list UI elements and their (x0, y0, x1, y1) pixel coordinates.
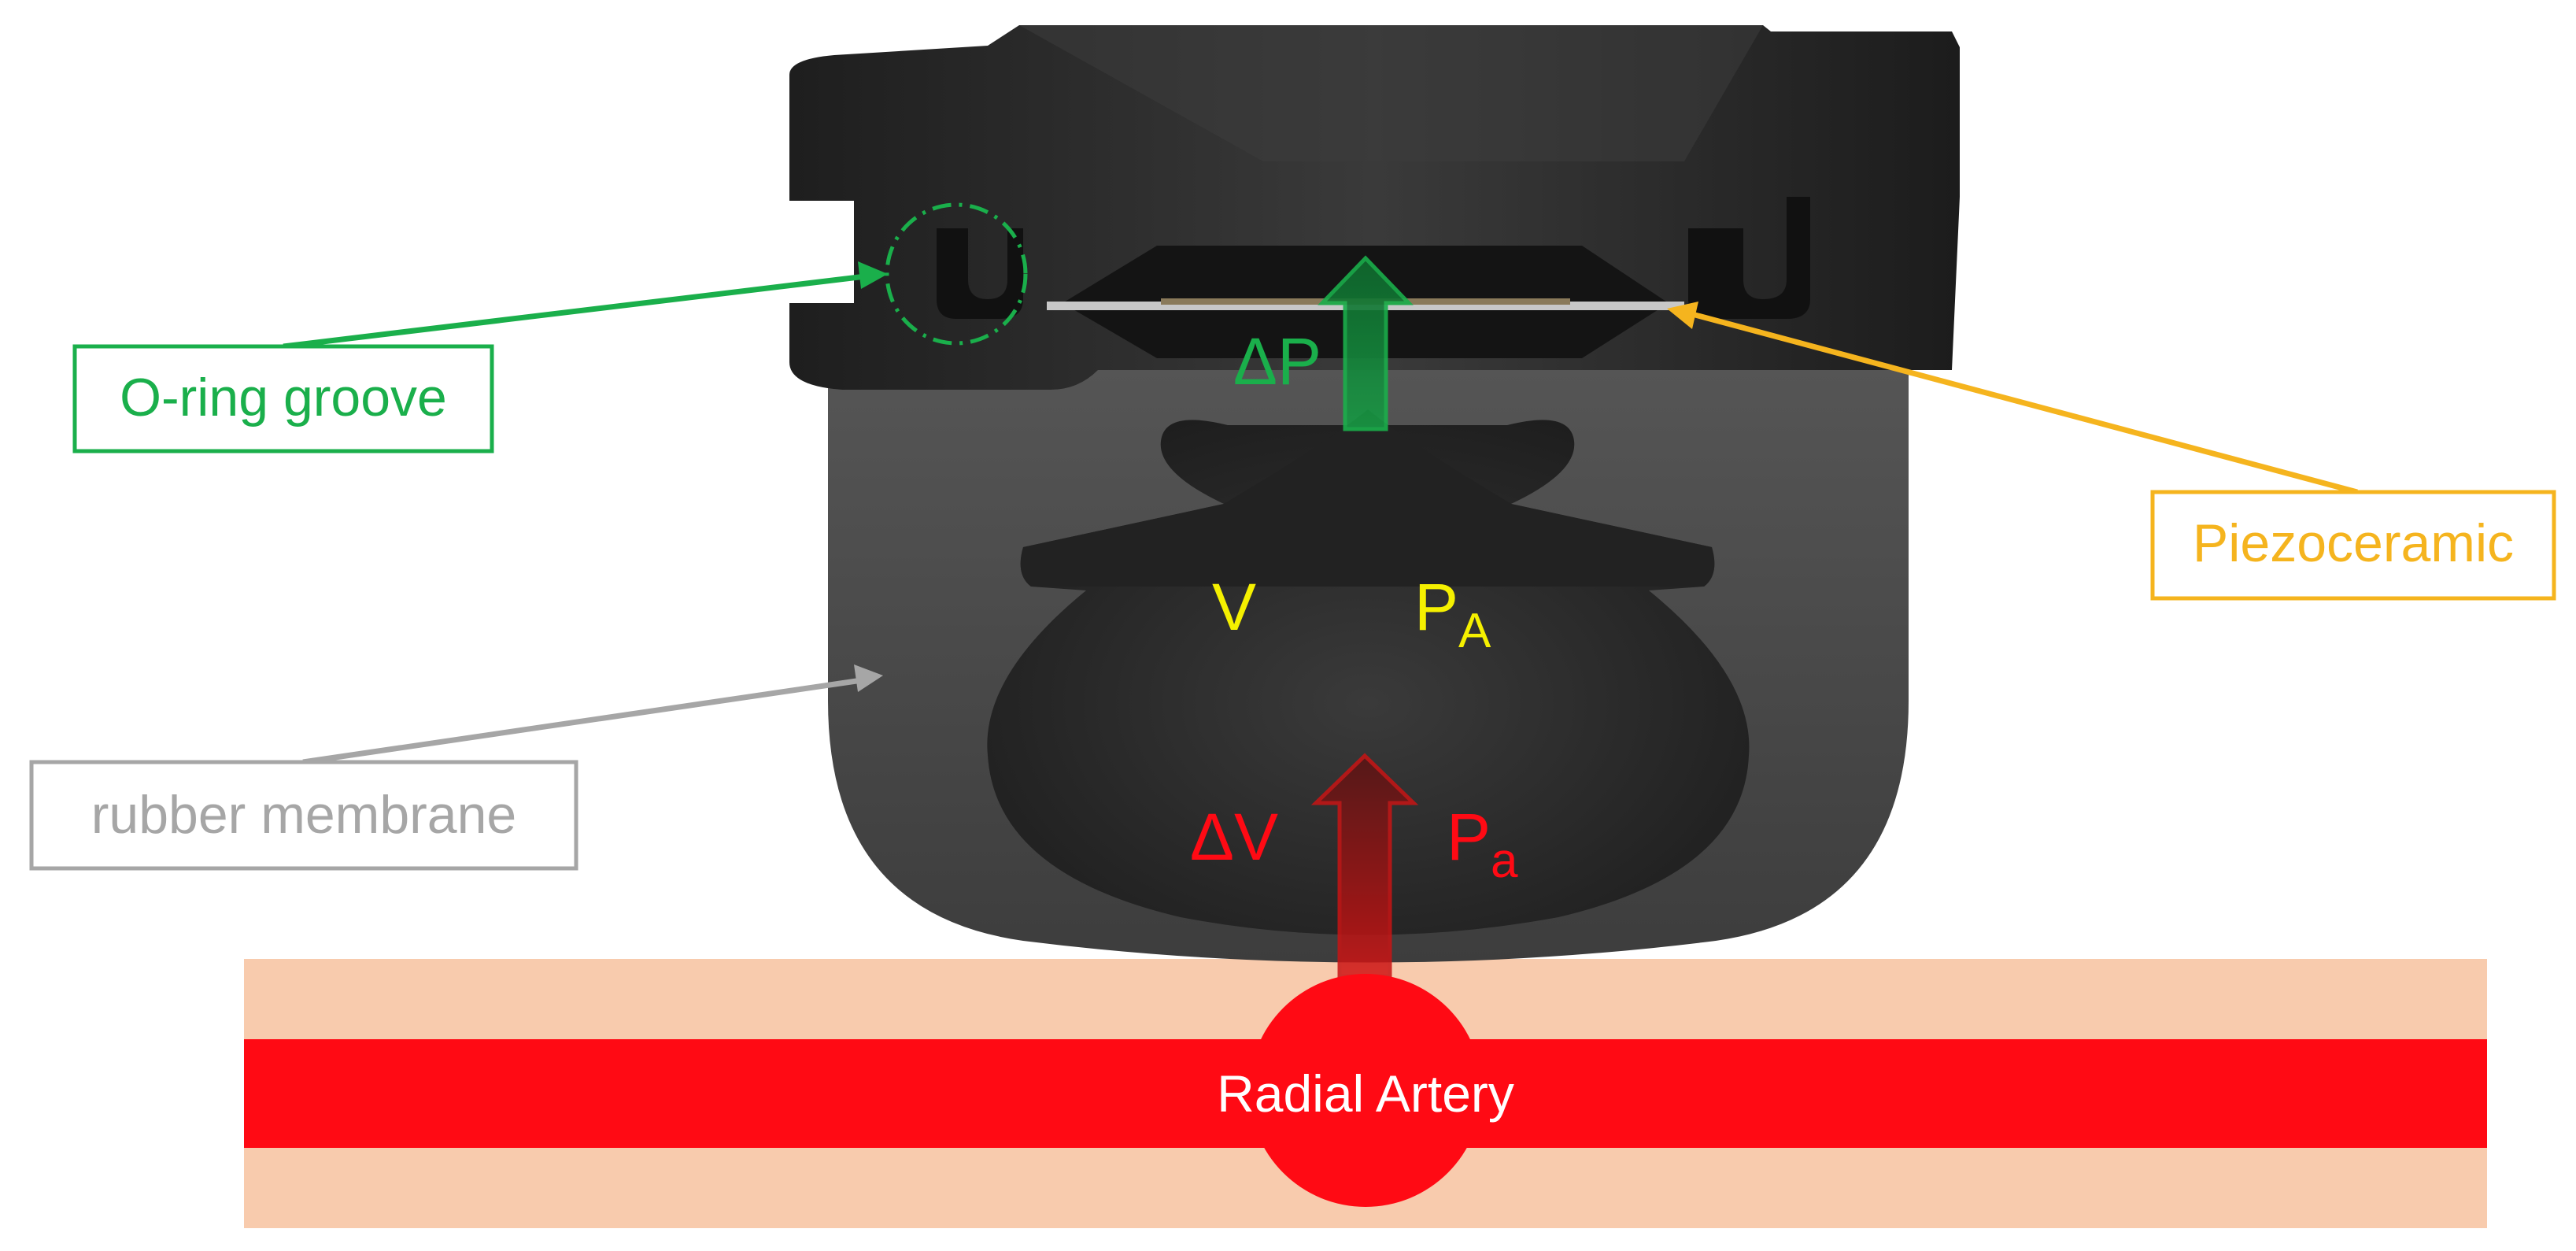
pressure-arterial-main: P (1447, 800, 1491, 874)
delta-p-label: ΔP (1233, 324, 1321, 398)
radial-artery-label: Radial Artery (1217, 1064, 1514, 1123)
pressure-a-subscript: A (1458, 604, 1491, 658)
left-groove (937, 228, 1023, 319)
housing-top-face (1019, 25, 1763, 161)
inner-chamber-upper (1020, 409, 1715, 587)
membrane-pointer-line (302, 676, 868, 765)
volume-label: V (1212, 570, 1256, 644)
membrane-label-box (29, 760, 578, 871)
oring-label-box (72, 344, 494, 453)
piezo-pointer-line (1680, 308, 2358, 495)
pressure-arterial-label: Pa (1447, 800, 1518, 888)
pressure-arterial-subscript: a (1491, 834, 1518, 888)
piezo-pointer-arrowhead (1667, 302, 1698, 329)
pressure-a-label: PA (1414, 570, 1491, 658)
piezo-label: Piezoceramic (2193, 513, 2514, 573)
right-groove (1688, 197, 1810, 319)
radial-artery (244, 1039, 2487, 1148)
pressure-a-main: P (1414, 570, 1458, 644)
membrane-pointer-arrowhead (854, 664, 883, 692)
oring-pointer-arrowhead (858, 261, 888, 289)
piezo-label-box (2150, 490, 2556, 601)
delta-p-arrow (1318, 255, 1414, 431)
delta-v-arrow (1310, 753, 1419, 979)
membrane-label: rubber membrane (91, 785, 516, 845)
delta-v-label: ΔV (1190, 800, 1278, 874)
oring-label: O-ring groove (120, 368, 447, 427)
oring-pointer-line (283, 272, 873, 350)
